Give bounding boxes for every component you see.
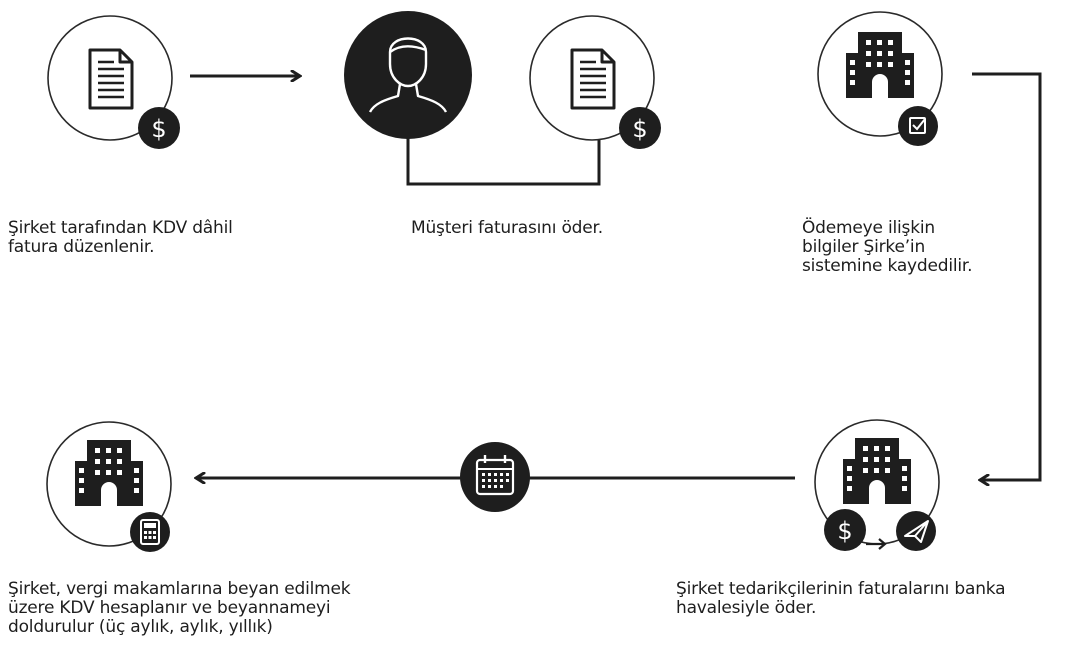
calendar-circle <box>460 442 530 512</box>
invoice-document-icon <box>88 48 134 110</box>
checkbox-icon <box>909 117 926 134</box>
dollar-icon <box>138 107 180 149</box>
step-record-node <box>817 11 943 146</box>
caption-invoice: Şirket tarafından KDV dâhil fatura düzen… <box>8 218 233 257</box>
arrow-record-to-pay-suppliers <box>972 72 1042 480</box>
customer-invoice-document-icon <box>570 48 616 110</box>
customer-circle <box>344 11 472 139</box>
checkbox-badge <box>898 106 938 146</box>
calculator-icon <box>140 519 160 545</box>
step-invoice-node <box>47 15 180 149</box>
caption-customer-pays: Müşteri faturasını öder. <box>411 218 603 238</box>
caption-record: Ödemeye ilişkin bilgiler Şirke’in sistem… <box>802 218 973 276</box>
step-customer-node <box>344 11 601 186</box>
dollar-icon <box>619 107 661 149</box>
connector-calendar-node <box>460 442 530 512</box>
step-declare-node <box>46 421 172 552</box>
customer-person-icon <box>368 37 448 113</box>
dollar-send-icon <box>824 509 936 551</box>
caption-pay-suppliers: Şirket tedarikçilerinin faturalarını ban… <box>676 579 1006 618</box>
step-pay-suppliers-node <box>814 419 940 551</box>
step-customer-invoice-node <box>529 15 661 149</box>
calendar-icon <box>475 455 515 496</box>
caption-declare: Şirket, vergi makamlarına beyan edilmek … <box>8 579 351 637</box>
